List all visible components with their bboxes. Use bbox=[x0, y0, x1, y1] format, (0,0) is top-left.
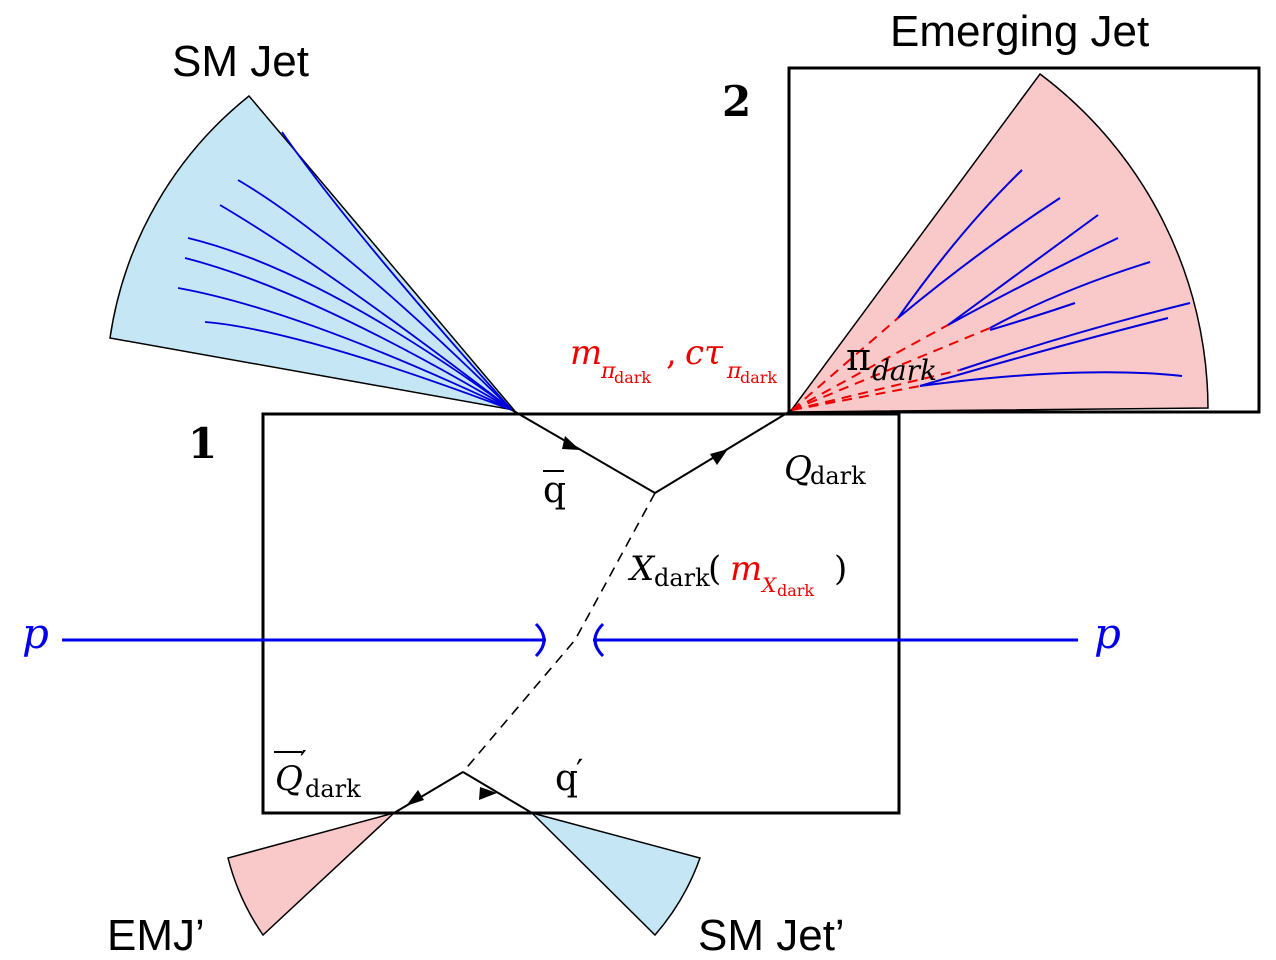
param-ctau: cτ bbox=[685, 333, 724, 373]
sm-jet-cone bbox=[109, 94, 516, 412]
pi-dark-sub: dark bbox=[872, 354, 937, 387]
qbar-dark-prime-sub: dark bbox=[305, 775, 361, 803]
q-prime-label: q bbox=[555, 758, 578, 799]
box-2-number: 2 bbox=[722, 77, 751, 126]
q-dark-sub: dark bbox=[810, 462, 866, 490]
qbar-dark-prime-arrow bbox=[406, 790, 424, 806]
qbar-dark-prime-prime: ′ bbox=[300, 745, 307, 780]
x-dark-sub: dark bbox=[654, 564, 710, 592]
param-m-dark-sub: dark bbox=[614, 368, 651, 387]
emerging-jet-tracks bbox=[897, 169, 1191, 387]
emj-prime-label: EMJ’ bbox=[107, 911, 205, 960]
param-m: m bbox=[570, 333, 602, 373]
dark-pion-parameters: m π dark , cτ π dark bbox=[570, 333, 777, 387]
sm-jet-prime-cone bbox=[529, 811, 701, 937]
q-prime-prime: ′ bbox=[576, 752, 583, 790]
hard-process-box bbox=[261, 412, 901, 815]
q-dark-arrow bbox=[710, 449, 728, 465]
sm-jet-label: SM Jet bbox=[172, 37, 309, 86]
param-ctau-dark-sub: dark bbox=[740, 368, 777, 387]
qbar-dark-prime-label: Q bbox=[275, 759, 303, 799]
x-dark-mass-sub-x: X bbox=[760, 573, 777, 597]
sm-jet-tracks bbox=[177, 131, 513, 411]
proton-left-label: p bbox=[22, 609, 49, 658]
emerging-jet-box bbox=[787, 66, 1261, 414]
dark-pion-lines bbox=[791, 317, 991, 411]
x-dark-mass-m: m bbox=[730, 549, 762, 589]
param-comma: , bbox=[666, 333, 677, 373]
emerging-jet-label: Emerging Jet bbox=[890, 7, 1149, 56]
proton-beams bbox=[62, 622, 1078, 658]
param-ctau-pi-sub: π bbox=[726, 359, 742, 384]
qbar-arrow bbox=[562, 436, 580, 450]
x-dark-mediator bbox=[462, 492, 656, 773]
emj-prime-cone bbox=[227, 812, 395, 937]
param-m-pi-sub: π bbox=[600, 359, 616, 384]
x-dark-paren-open: ( bbox=[708, 549, 721, 589]
x-dark-mass-sub-dark: dark bbox=[777, 581, 814, 600]
proton-right-label: p bbox=[1094, 609, 1121, 658]
sm-jet-prime-label: SM Jet’ bbox=[698, 911, 845, 960]
q-prime-arrow bbox=[479, 787, 497, 800]
x-dark-paren-close: ) bbox=[834, 549, 847, 589]
lower-vertex-lines bbox=[393, 771, 533, 814]
q-dark-label: Q bbox=[784, 449, 812, 489]
emerging-jet-cone bbox=[788, 72, 1209, 413]
x-dark-label: X bbox=[627, 549, 656, 589]
box-1-number: 1 bbox=[188, 419, 217, 468]
qbar-label: q bbox=[543, 470, 566, 511]
pi-dark-label: π bbox=[846, 335, 871, 379]
